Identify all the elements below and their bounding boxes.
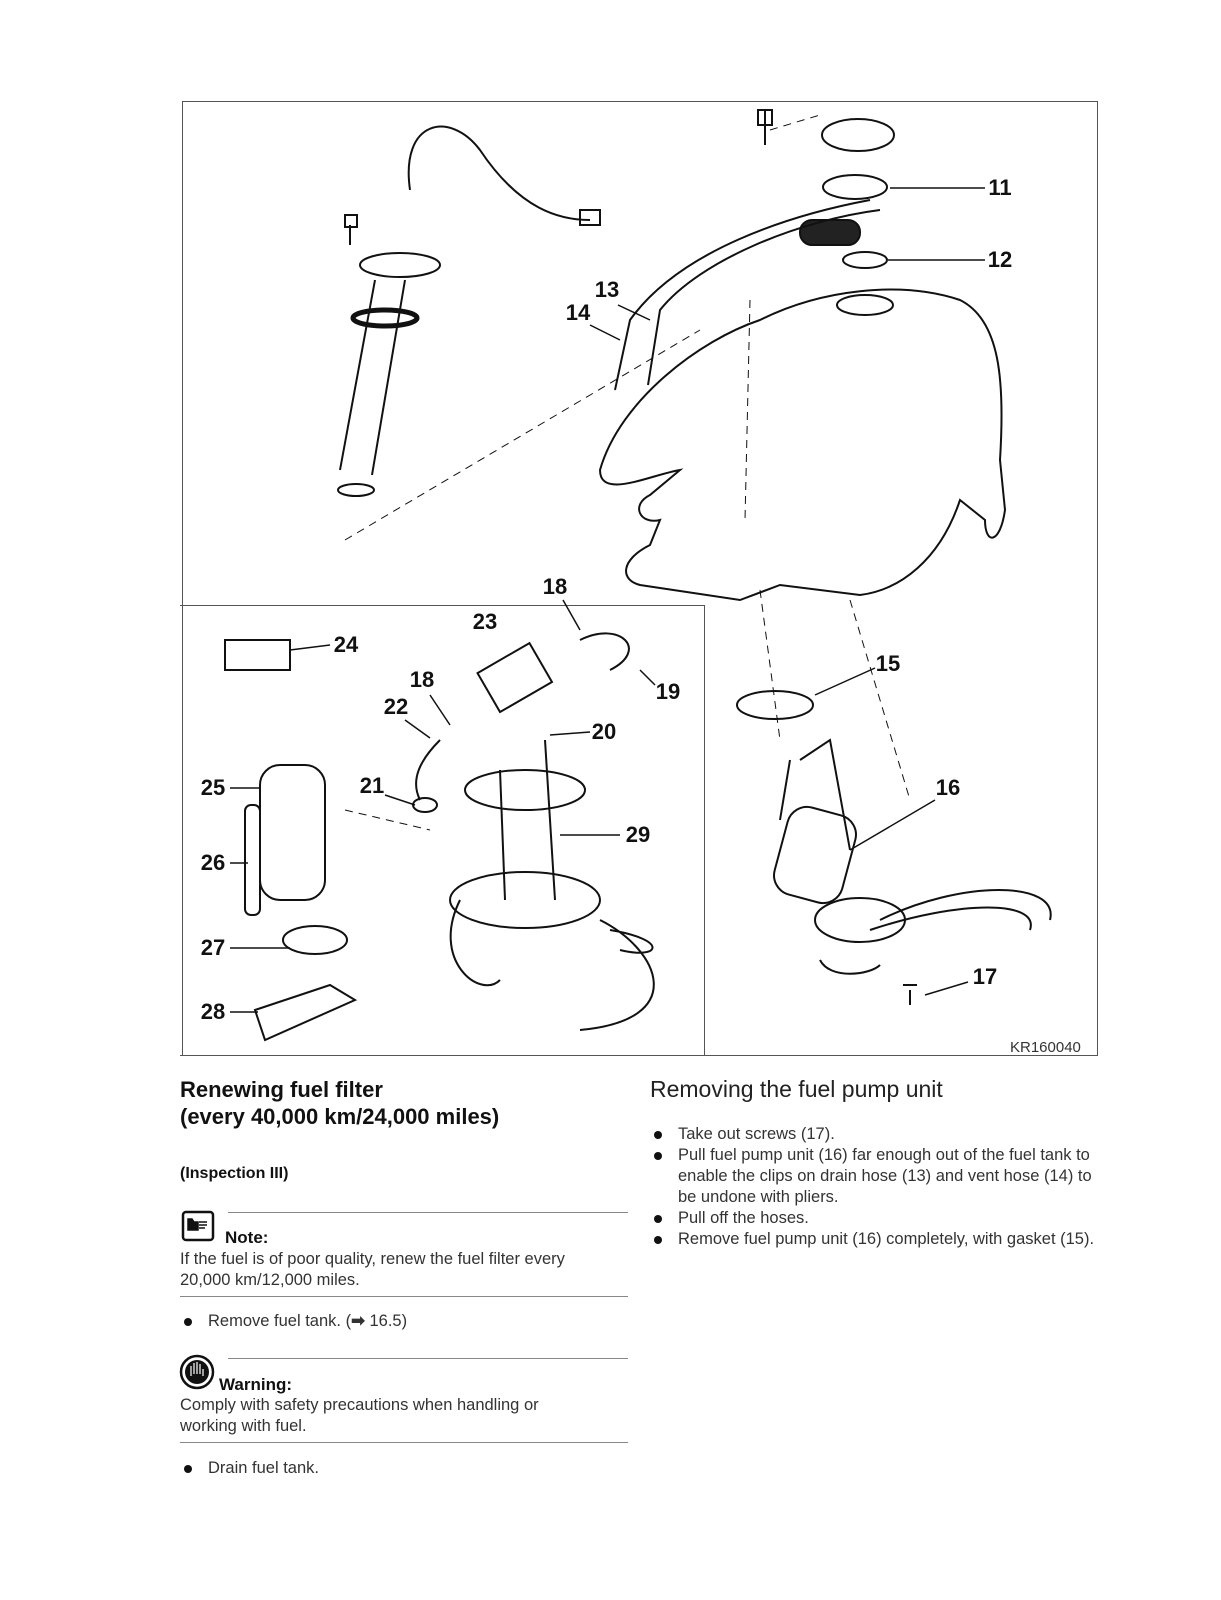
tank-filler-opening: [836, 294, 894, 316]
screw-17: [903, 984, 917, 1005]
note-label: Note:: [225, 1228, 269, 1247]
note-line-1: If the fuel is of poor quality, renew th…: [180, 1250, 565, 1268]
title-line-1: Renewing fuel filter: [180, 1077, 383, 1102]
callout-12: 12: [987, 247, 1013, 272]
callout-21: 21: [359, 773, 385, 798]
filter-23: [476, 641, 554, 714]
callout-11: 11: [988, 175, 1012, 200]
fuel-system-exploded-diagram: [224, 109, 1052, 1042]
callout-15: 15: [875, 651, 901, 676]
section-title-renewing-filter: Renewing fuel filter (every 40,000 km/24…: [180, 1076, 499, 1130]
pump-25: [259, 764, 326, 901]
hose-19: [579, 632, 630, 671]
step-ref[interactable]: 16.5): [369, 1312, 408, 1330]
screw: [757, 109, 773, 145]
section-title-remove-pump: Removing the fuel pump unit: [650, 1076, 943, 1102]
arrow-reference-icon: ➡: [351, 1312, 370, 1330]
callout-18: 18: [542, 574, 568, 599]
clamp-27: [282, 925, 348, 955]
filler-flange-11: [822, 174, 888, 200]
callout-14: 14: [565, 300, 591, 325]
step-text: Remove fuel tank. (: [208, 1312, 352, 1330]
step-remove-tank: Remove fuel tank. (➡ 16.5): [180, 1311, 407, 1332]
step-list-1: Remove fuel tank. (➡ 16.5): [180, 1311, 407, 1332]
step-drain-tank: Drain fuel tank.: [180, 1458, 319, 1479]
title-line-2: (every 40,000 km/24,000 miles): [180, 1104, 500, 1129]
remove-pump-steps: Take out screws (17). Pull fuel pump uni…: [650, 1124, 1100, 1250]
divider: [228, 1212, 628, 1213]
callout-25: 25: [200, 775, 226, 800]
warning-label: Warning:: [219, 1375, 293, 1394]
diagram-inset-frame: [180, 605, 705, 1056]
pump-unit-flange: [814, 897, 906, 943]
filler-cap: [821, 118, 895, 152]
warning-line-2: working with fuel.: [180, 1417, 307, 1435]
sender-flange: [359, 252, 441, 278]
clip-21: [412, 797, 438, 813]
step-list-2: Drain fuel tank.: [180, 1458, 319, 1479]
callout-19: 19: [655, 679, 681, 704]
callout-16: 16: [935, 775, 961, 800]
leader-lines: [230, 187, 985, 1013]
figure-code: KR160040: [1010, 1039, 1081, 1056]
step-item: Pull fuel pump unit (16) far enough out …: [650, 1145, 1100, 1208]
step-item: Remove fuel pump unit (16) completely, w…: [650, 1229, 1100, 1250]
gasket-15: [736, 690, 814, 720]
fuel-tank: [598, 288, 1007, 602]
pump-unit-hoses: [819, 889, 1052, 975]
callout-28: 28: [200, 999, 226, 1024]
strap-26: [244, 804, 261, 916]
divider: [228, 1358, 628, 1359]
callout-20: 20: [591, 719, 617, 744]
sender-gasket: [350, 307, 420, 329]
warning-hand-icon: [179, 1354, 215, 1390]
sender-screw: [344, 214, 358, 245]
callout-22: 22: [383, 694, 409, 719]
callout-27: 27: [200, 935, 226, 960]
warning-line-1: Comply with safety precautions when hand…: [180, 1396, 539, 1414]
sender-connector: [579, 209, 601, 226]
pump-bracket-flange: [464, 769, 586, 811]
callout-18b: 18: [409, 667, 435, 692]
callout-24: 24: [333, 632, 359, 657]
callout-17: 17: [972, 964, 998, 989]
sender-wire: [407, 125, 591, 221]
pump-bracket-29: [499, 739, 556, 901]
callout-29: 29: [625, 822, 651, 847]
hose-14: [614, 199, 871, 391]
step-item: Pull off the hoses.: [650, 1208, 1100, 1229]
callout-26: 26: [200, 850, 226, 875]
inspection-label: (Inspection III): [180, 1165, 289, 1182]
assembly-guides: [344, 114, 911, 831]
note-icon: [181, 1210, 215, 1242]
pump-unit-bracket: [779, 738, 851, 851]
hose-22: [415, 739, 441, 801]
filler-pad: [799, 219, 861, 246]
pump-base-flange: [449, 871, 601, 929]
warning-text: Comply with safety precautions when hand…: [180, 1395, 539, 1437]
note-line-2: 20,000 km/12,000 miles.: [180, 1271, 360, 1289]
pump-ring-24: [224, 639, 291, 671]
callout-23: 23: [472, 609, 498, 634]
sender-ring: [337, 483, 375, 497]
divider: [180, 1296, 628, 1297]
gasket-12: [842, 251, 888, 269]
pump-unit-16: [773, 805, 857, 905]
hose-13: [647, 209, 881, 386]
callout-13: 13: [594, 277, 620, 302]
step-item: Take out screws (17).: [650, 1124, 1100, 1145]
note-text: If the fuel is of poor quality, renew th…: [180, 1249, 565, 1291]
pump-hoses: [449, 899, 655, 1031]
divider: [180, 1442, 628, 1443]
strainer-28: [253, 983, 358, 1042]
